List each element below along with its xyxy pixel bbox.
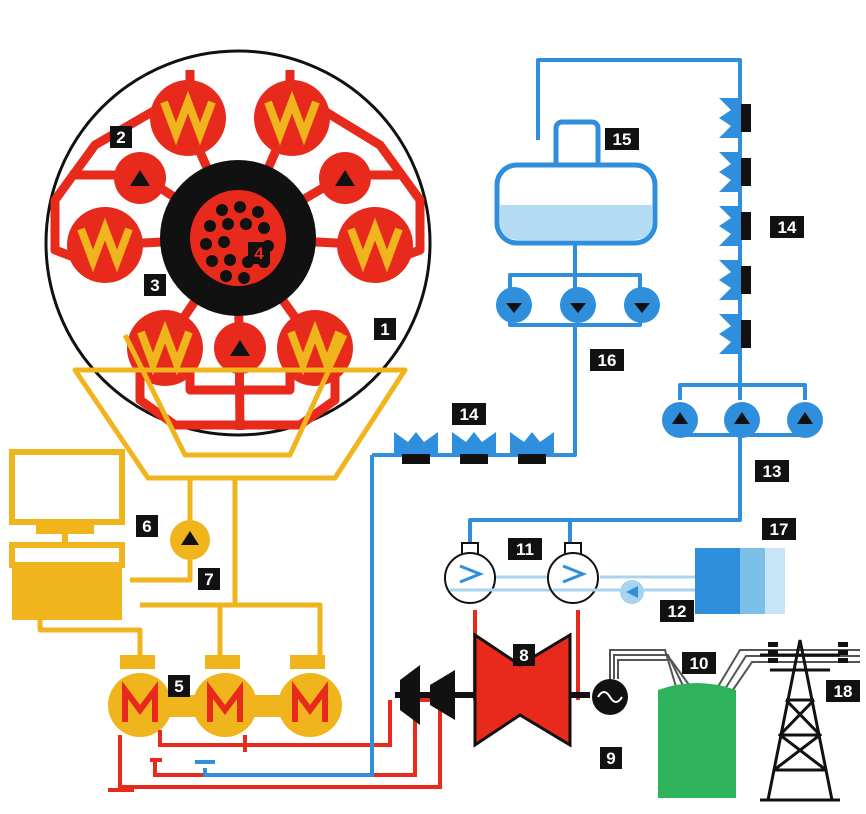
svg-text:15: 15 [613,130,632,149]
pump-icon [662,402,698,438]
label-2: 2 [110,126,132,148]
feed-pumps-13 [662,402,823,438]
label-5: 5 [168,675,190,697]
insulators [768,642,848,663]
transformer [658,683,736,798]
feed-pumps-16 [496,287,660,323]
heater-icon [719,260,751,300]
pump-icon [114,152,166,204]
label-18: 18 [826,680,860,702]
svg-text:7: 7 [204,570,213,589]
svg-text:10: 10 [690,654,709,673]
steam-generator-icon [127,310,203,386]
generator [592,679,628,715]
steam-generator-icon [67,207,143,283]
pump-icon [724,402,760,438]
svg-text:4: 4 [254,244,264,263]
steam-generator-icon [337,207,413,283]
turbine [395,632,590,748]
coolant-motors [108,655,342,737]
label-3: 3 [144,274,166,296]
svg-text:16: 16 [598,351,617,370]
svg-text:14: 14 [778,218,797,237]
pump-icon [624,287,660,323]
steam-generator-icon [150,80,226,156]
label-14-heaters-horizontal: 14 [452,403,486,425]
label-6: 6 [136,515,158,537]
label-4: 4 [248,242,270,264]
heaters-horizontal [394,432,554,464]
cooling-water-pump [620,580,644,604]
svg-text:11: 11 [516,540,534,559]
pump-icon [214,322,266,374]
svg-text:1: 1 [380,320,389,339]
svg-text:3: 3 [150,276,159,295]
condensers [444,542,700,604]
label-13: 13 [755,460,789,482]
output-cables [609,649,860,701]
steam-generator-icon [254,80,330,156]
svg-text:18: 18 [834,682,853,701]
intermediate-circuit [37,333,408,660]
label-8: 8 [513,644,535,666]
label-9: 9 [600,747,622,769]
svg-text:13: 13 [763,462,782,481]
svg-text:6: 6 [142,517,151,536]
heater-icon [510,432,554,464]
svg-text:17: 17 [770,520,789,539]
heater-icon [719,314,751,354]
heater-icon [719,152,751,192]
label-7: 7 [198,568,220,590]
pump-icon [560,287,596,323]
label-11: 11 [508,538,542,560]
pump-icon [787,402,823,438]
heaters-vertical [719,98,751,354]
svg-text:8: 8 [519,646,528,665]
heater-icon [452,432,496,464]
pressure-compensator [9,449,125,620]
svg-text:5: 5 [174,677,183,696]
label-17: 17 [762,518,796,540]
cooling-water-source [695,548,785,614]
svg-text:12: 12 [668,602,687,621]
svg-text:2: 2 [116,128,125,147]
heater-icon [394,432,438,464]
deaerator [494,119,658,246]
label-14-heaters-vertical: 14 [770,216,804,238]
label-16: 16 [590,349,624,371]
pump-icon [319,152,371,204]
transmission-tower [760,639,840,802]
label-12: 12 [660,600,694,622]
svg-text:9: 9 [606,749,615,768]
heater-icon [719,206,751,246]
make-up-pump [170,520,210,560]
heater-icon [719,98,751,138]
svg-text:14: 14 [460,405,479,424]
label-10: 10 [682,652,716,674]
label-1: 1 [374,318,396,340]
label-15: 15 [605,128,639,150]
pump-icon [496,287,532,323]
feedwater-return [195,455,374,777]
reactor-core [160,160,316,316]
